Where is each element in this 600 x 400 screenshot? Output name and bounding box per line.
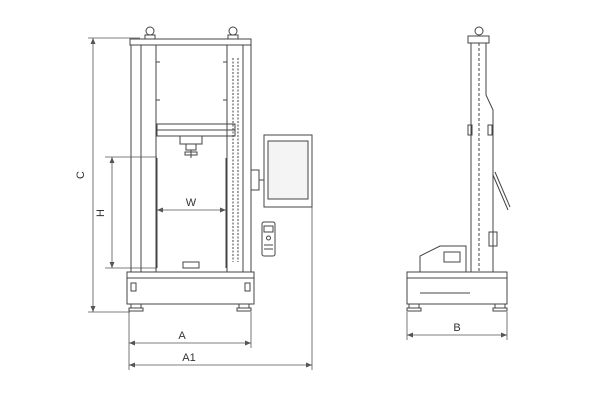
dim-label-h: H [95, 209, 107, 217]
side-lifting-eye [474, 26, 484, 36]
dimension-arrows [90, 38, 507, 368]
dim-label-c: C [75, 171, 87, 179]
dim-label-w: W [186, 197, 197, 209]
dim-label-a: A [178, 330, 186, 342]
side-view [406, 26, 511, 312]
side-column [470, 43, 494, 272]
front-view [126, 26, 313, 312]
base [126, 271, 255, 305]
lifting-eye-left [144, 26, 156, 40]
control-monitor [263, 134, 313, 208]
top-crosshead [129, 38, 252, 46]
side-base [406, 271, 508, 305]
side-foot-left [406, 303, 422, 312]
side-handle [488, 171, 511, 247]
right-column [223, 44, 252, 273]
side-top-cap [467, 35, 490, 44]
moving-crosshead [156, 123, 236, 137]
foot-left [128, 303, 144, 312]
foot-right [236, 303, 252, 312]
side-controller-box [419, 245, 467, 273]
control-arm [250, 169, 264, 191]
upper-grip [179, 135, 203, 158]
side-foot-right [492, 303, 508, 312]
lower-grip [182, 261, 200, 269]
dimension-lines [88, 37, 508, 370]
dim-label-a1: A1 [182, 352, 195, 364]
handset-controller [261, 221, 276, 257]
lead-screw [232, 58, 239, 262]
left-column [130, 44, 160, 273]
lifting-eye-right [227, 26, 239, 40]
dim-label-b: B [453, 322, 460, 334]
